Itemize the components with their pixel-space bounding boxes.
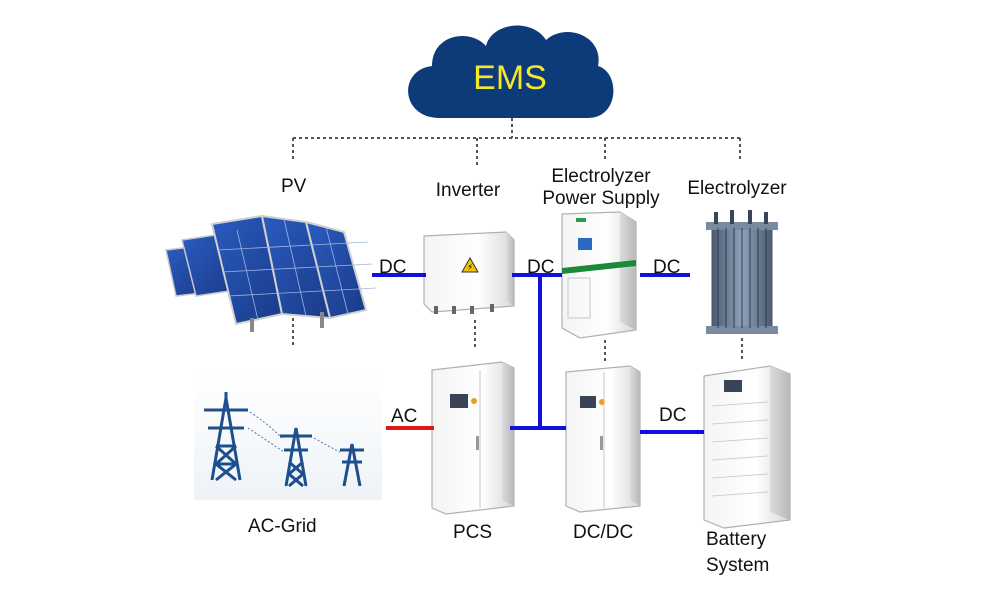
electrolyzer-image [706, 210, 778, 334]
ems-cloud [408, 25, 614, 118]
electrolyzer-label: Electrolyzer [687, 178, 787, 199]
battery-system-image [703, 365, 791, 529]
battery-label-line1: Battery [706, 529, 767, 550]
eps-label-line2: Power Supply [542, 188, 660, 209]
pcs-label: PCS [453, 522, 493, 543]
electrolyzer-power-supply-label: Electrolyzer Power Supply [536, 166, 666, 210]
electrolyzer-power-supply-image [561, 211, 637, 339]
dc-lines [372, 273, 704, 434]
eps-electrolyzer-link-label: DC [653, 257, 681, 278]
ac-grid-label: AC-Grid [248, 516, 317, 537]
ems-label: EMS [473, 59, 547, 97]
grid-pcs-link-label: AC [391, 406, 418, 427]
dcdc-battery-link-label: DC [659, 405, 687, 426]
inverter-eps-link-label: DC [527, 257, 555, 278]
inverter-label: Inverter [435, 180, 501, 201]
pv-panels-image [165, 214, 377, 332]
dcdc-label: DC/DC [573, 522, 634, 543]
dcdc-image [565, 365, 641, 513]
battery-label-line2: System [706, 555, 770, 576]
ac-grid-image [194, 372, 382, 500]
svg-text:⚡: ⚡ [467, 263, 473, 273]
pv-inverter-link-label: DC [379, 257, 407, 278]
inverter-image: ⚡ [423, 231, 515, 314]
control-lines [292, 118, 743, 362]
battery-system-label: Battery System [706, 529, 769, 577]
eps-label-line1: Electrolyzer [551, 166, 651, 187]
pcs-image [431, 361, 515, 515]
pv-label: PV [281, 176, 307, 197]
